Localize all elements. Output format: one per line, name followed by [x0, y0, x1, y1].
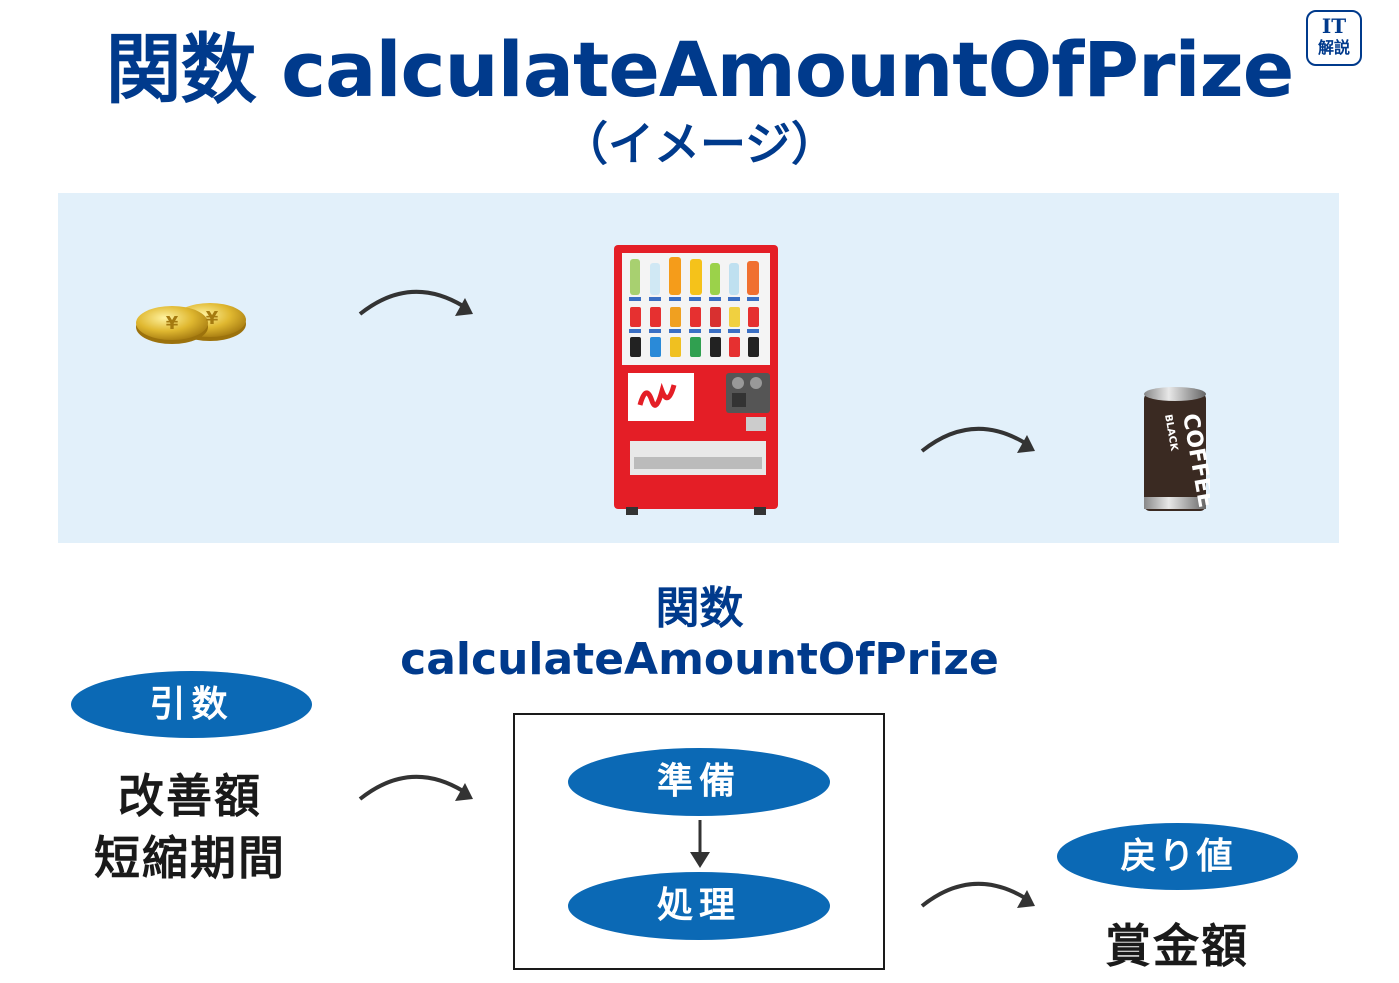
process-pill: 処理	[568, 872, 830, 940]
down-arrow-icon	[690, 820, 710, 868]
function-label-jp: 関数	[655, 583, 744, 634]
return-value-pill: 戻り値	[1057, 823, 1298, 890]
coins-icon: ¥ ¥	[136, 303, 246, 344]
coin-mark-1: ¥	[166, 313, 179, 334]
argument-line2: 短縮期間	[94, 831, 286, 885]
prepare-pill: 準備	[568, 748, 830, 816]
argument-pill: 引数	[71, 671, 312, 738]
coffee-can-icon: COFFEE BLACK	[1144, 387, 1210, 511]
argument-line1: 改善額	[118, 769, 262, 823]
it-explanation-badge: IT 解説	[1306, 10, 1362, 66]
vending-machine-icon	[614, 245, 778, 515]
function-label-name: calculateAmountOfPrize	[400, 634, 999, 685]
curved-arrow-icon	[920, 426, 1035, 453]
badge-line2: 解説	[1317, 38, 1350, 57]
curved-arrow-icon	[358, 289, 473, 316]
badge-line1: IT	[1321, 14, 1347, 38]
page-subtitle: （イメージ）	[561, 117, 838, 171]
process-box	[513, 713, 885, 970]
page-title: 関数 calculateAmountOfPrize	[105, 25, 1295, 114]
curved-arrow-icon	[920, 881, 1035, 908]
curved-arrow-icon	[358, 774, 473, 801]
coin-mark-2: ¥	[206, 308, 219, 329]
return-value-text: 賞金額	[1105, 919, 1249, 973]
